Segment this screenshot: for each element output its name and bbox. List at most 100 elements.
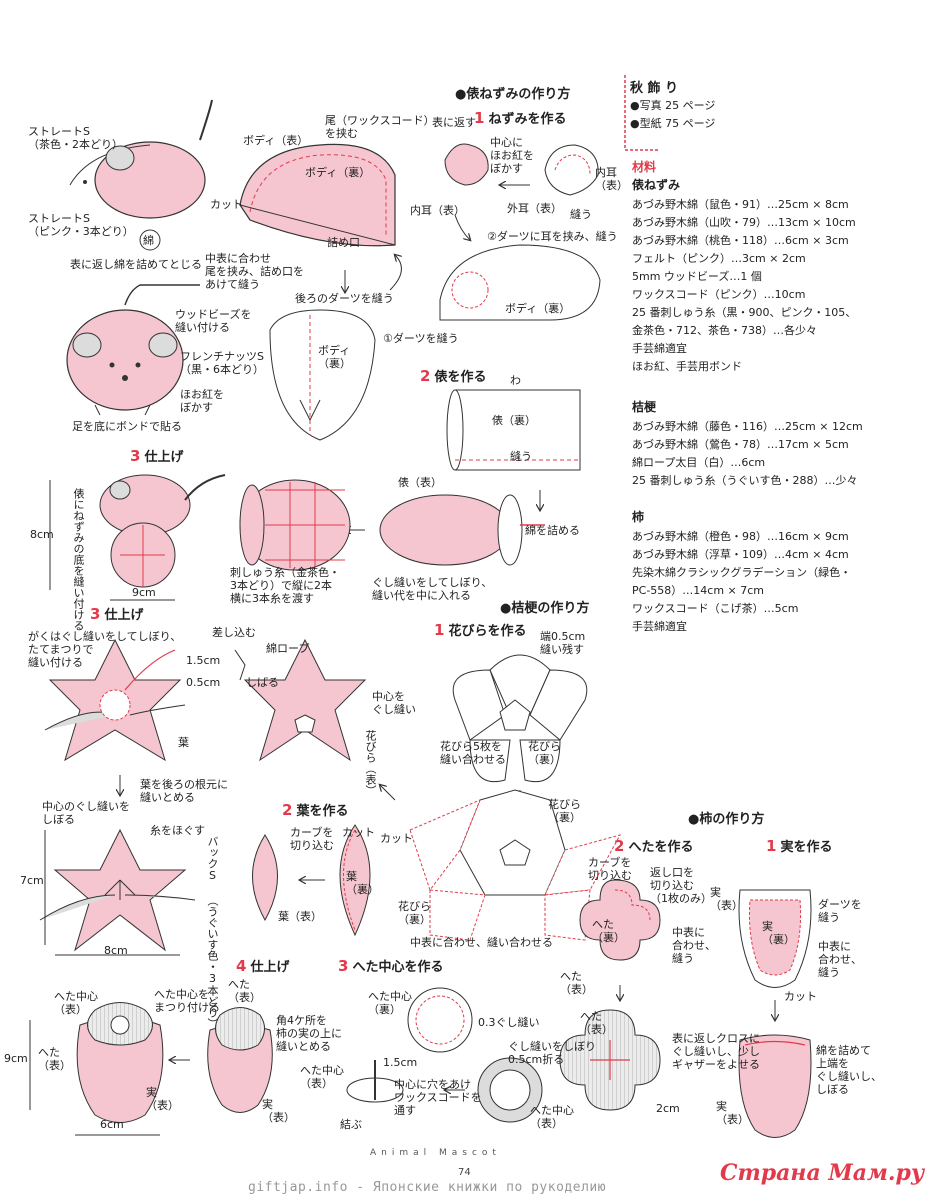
material-item: あづみ野木綿（鼠色・91）…25cm × 8cm	[632, 198, 849, 211]
label-size-8cm: 8cm	[30, 528, 54, 541]
step-title: へた中心を作る	[352, 960, 444, 975]
label-four-points: 角4ケ所を 柿の実の上に 縫いとめる	[276, 1014, 342, 1053]
material-item: 綿ロープ太目（白）…6cm	[632, 456, 766, 469]
step-title: 仕上げ	[250, 960, 290, 975]
label-heta-back: へた （裏）	[592, 918, 625, 944]
label-petal-back2: 花びら （裏）	[548, 798, 581, 824]
heta-center-circle	[407, 987, 473, 1053]
label-fruit-back: 実 （裏）	[762, 920, 795, 946]
petal-joined	[409, 789, 622, 941]
material-item: あづみ野木綿（桃色・118）…6cm × 3cm	[632, 234, 849, 247]
material-item: 手芸綿適宜	[632, 620, 687, 633]
material-item: あづみ野木綿（山吹・79）…13cm × 10cm	[632, 216, 856, 229]
label-align-tail: 中表に合わせ 尾を挟み、詰め口を あけて縫う	[205, 252, 304, 291]
mouse-side-view	[69, 99, 213, 251]
heta-center-wax	[346, 1060, 404, 1103]
label-glue-bottom: 足を底にボンドで貼る	[72, 420, 182, 433]
label-turn-stuff: 表に返し綿を詰めてとじる	[70, 258, 202, 271]
label-cross-stitch: 表に返しクロスに ぐし縫いし、少し ギャザーをよせる	[672, 1032, 760, 1071]
label-tawara-back: 俵（裏）	[492, 414, 536, 427]
label-stitch-03: 0.3ぐし縫い	[478, 1016, 540, 1029]
step-title: 仕上げ	[104, 608, 144, 623]
label-align-sew3: 中表に 合わせ、 縫う	[818, 940, 862, 979]
label-stuff-opening: 詰め口	[327, 236, 360, 249]
step-title: 花びらを作る	[448, 624, 527, 639]
kikyo-finished-2	[234, 638, 367, 762]
heta-flipped	[559, 1009, 661, 1111]
step-number: 3	[338, 957, 349, 975]
tawara-front	[379, 494, 545, 566]
label-leaf-attach: 葉を後ろの根元に 縫いとめる	[140, 778, 228, 804]
step-number: 2	[420, 367, 431, 385]
label-hole-wax: 中心に穴をあけ ワックスコードを 通す	[394, 1078, 482, 1117]
label-size-8cm-b: 8cm	[104, 944, 128, 957]
label-center-running: 中心を ぐし縫い	[372, 690, 416, 716]
step-number: 1	[766, 837, 777, 855]
step-title: 俵を作る	[434, 370, 487, 385]
label-back-dart: 後ろのダーツを縫う	[295, 292, 394, 305]
label-cotton-rope: 綿ロープ	[266, 642, 310, 655]
step-title: 葉を作る	[296, 804, 349, 819]
label-tail: 尾（ワックスコード） を挟む	[325, 114, 435, 140]
label-straight-pink: ストレートS （ピンク・3本どり）	[28, 212, 134, 238]
mouse-front-view	[66, 284, 200, 416]
label-tighten-fold: ぐし縫いをしぼり 0.5cm折る	[508, 1040, 596, 1066]
step-title: へたを作る	[628, 840, 694, 855]
label-cut2: カット	[342, 826, 375, 839]
label-center-blush: 中心に ほお紅を ぼかす	[490, 136, 534, 175]
label-body-back3: ボディ（裏）	[505, 302, 571, 315]
body-pattern-sewing	[239, 143, 396, 247]
fruit-pattern	[738, 889, 812, 988]
label-heta-center-front: へた中心 （表）	[300, 1064, 344, 1090]
material-item: 金茶色・712、茶色・738）…各少々	[632, 324, 817, 337]
label-tie: しばる	[246, 676, 279, 689]
material-item: 25 番刺しゅう糸（うぐいす色・288）…少々	[632, 474, 858, 487]
label-untie: 糸をほぐす	[150, 824, 205, 837]
label-cotton: 綿	[143, 234, 154, 247]
ear-pattern	[444, 143, 599, 196]
kikyo-method-title: ●桔梗の作り方	[500, 601, 590, 616]
label-size-05: 0.5cm	[186, 676, 221, 689]
label-straight-brown: ストレートS （茶色・2本どり）	[28, 125, 123, 151]
label-dart1: ①ダーツを縫う	[383, 332, 459, 345]
step-number: 1	[474, 109, 485, 127]
footer-site: giftjap.info - Японские книжки по рукоде…	[248, 1180, 607, 1195]
label-stuff-top: 綿を詰めて 上端を ぐし縫いし、 しぼる	[816, 1044, 882, 1096]
step-number: 4	[236, 957, 247, 975]
mouse-method-title: ●俵ねずみの作り方	[455, 87, 571, 102]
label-french-knots: フレンチナッツS （黒・6本どり）	[180, 350, 264, 376]
tawara-pattern	[446, 389, 581, 471]
step-title: ねずみを作る	[488, 112, 567, 127]
material-item: 25 番刺しゅう糸（黒・900、ピンク・105、	[632, 306, 857, 319]
material-item: 5mm ウッドビーズ…1 個	[632, 270, 762, 283]
body-dart-pattern	[269, 309, 376, 441]
label-size-7cm: 7cm	[20, 874, 44, 887]
material-item: あづみ野木綿（橙色・98）…16cm × 9cm	[632, 530, 849, 543]
label-size-15: 1.5cm	[186, 654, 221, 667]
label-running-stitch: ぐし縫いをしてしぼり、 縫い代を中に入れる	[372, 576, 493, 602]
heta-center-gathered	[477, 1057, 543, 1123]
label-turn-over: 表に返す	[432, 116, 476, 129]
label-leaf-back: 葉 （裏）	[346, 870, 379, 896]
label-body-back: ボディ（裏）	[305, 166, 371, 179]
fruit-stuffed	[738, 1034, 812, 1138]
step-number: 2	[282, 801, 293, 819]
kaki-method-title: ●柿の作り方	[688, 812, 765, 827]
label-heta-front2: へた （表）	[580, 1010, 613, 1036]
info-pattern: ●型紙 75 ページ	[630, 117, 716, 130]
material-item: ほお紅、手芸用ボンド	[632, 360, 742, 373]
material-item: 先染木綿クラシックグラデーション（緑色・	[632, 566, 852, 579]
label-petal-front-vert: 花びら（表）	[364, 730, 377, 796]
label-sew2: 縫う	[510, 450, 532, 463]
label-inner-ear: 内耳 （表）	[595, 166, 628, 192]
label-size-2cm: 2cm	[656, 1102, 680, 1115]
material-item: あづみ野木綿（浮草・109）…4cm × 4cm	[632, 548, 849, 561]
petal-sewing	[452, 654, 588, 782]
label-heta-center-back: へた中心 （裏）	[368, 990, 412, 1016]
label-petal-back3: 花びら （裏）	[398, 900, 431, 926]
